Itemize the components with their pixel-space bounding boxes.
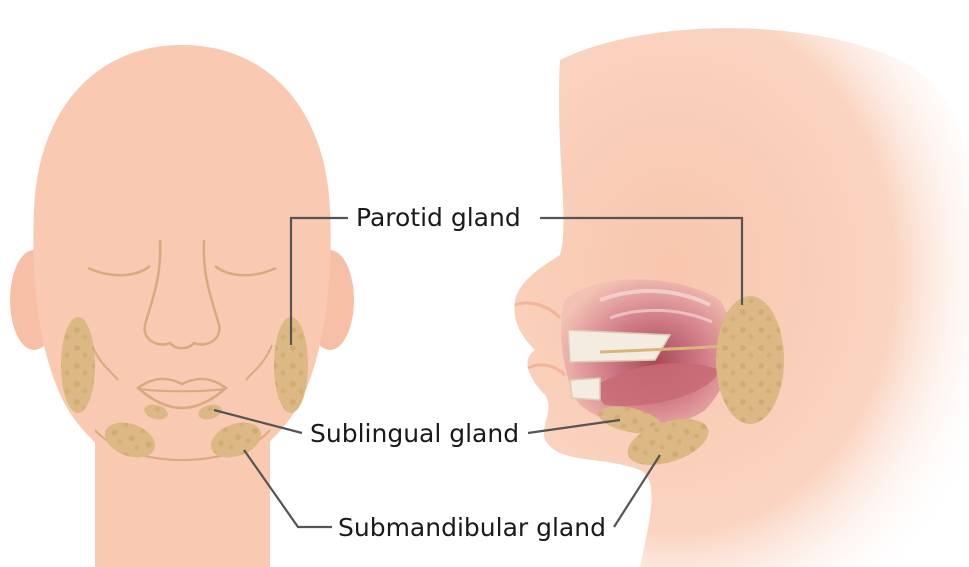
sublingual-gland-label: Sublingual gland (306, 418, 523, 450)
front-face (10, 45, 354, 567)
side-parotid-gland (716, 296, 784, 424)
submandibular-gland-label: Submandibular gland (334, 512, 610, 544)
parotid-gland-label: Parotid gland (352, 202, 525, 234)
lower-teeth (570, 378, 600, 400)
front-left-parotid-gland (61, 317, 95, 413)
upper-teeth (568, 330, 670, 362)
front-head (33, 45, 330, 482)
